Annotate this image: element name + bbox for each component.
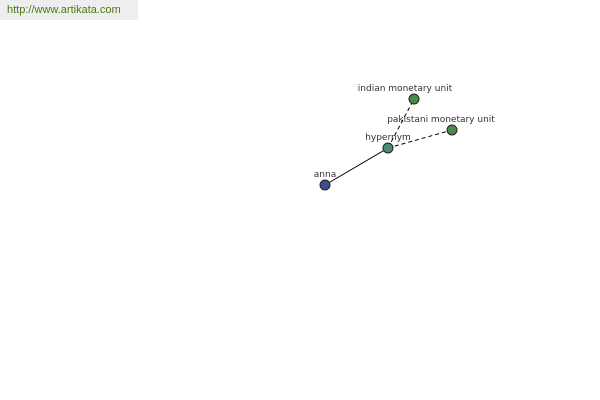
site-url-link[interactable]: http://www.artikata.com xyxy=(7,4,121,16)
edge-hypernym-indian-monetary-unit xyxy=(387,98,415,149)
edge-anna-hypernym xyxy=(324,147,389,186)
label-pakistani-monetary-unit: pakistani monetary unit xyxy=(387,115,495,125)
node-pakistani-monetary-unit[interactable] xyxy=(446,124,458,136)
label-hypernym: hypernym xyxy=(365,133,411,143)
label-anna: anna xyxy=(314,170,336,180)
node-indian-monetary-unit[interactable] xyxy=(408,93,420,105)
url-banner: http://www.artikata.com xyxy=(0,0,138,20)
label-indian-monetary-unit: indian monetary unit xyxy=(358,84,453,94)
node-hypernym[interactable] xyxy=(382,142,394,154)
node-anna[interactable] xyxy=(319,179,331,191)
